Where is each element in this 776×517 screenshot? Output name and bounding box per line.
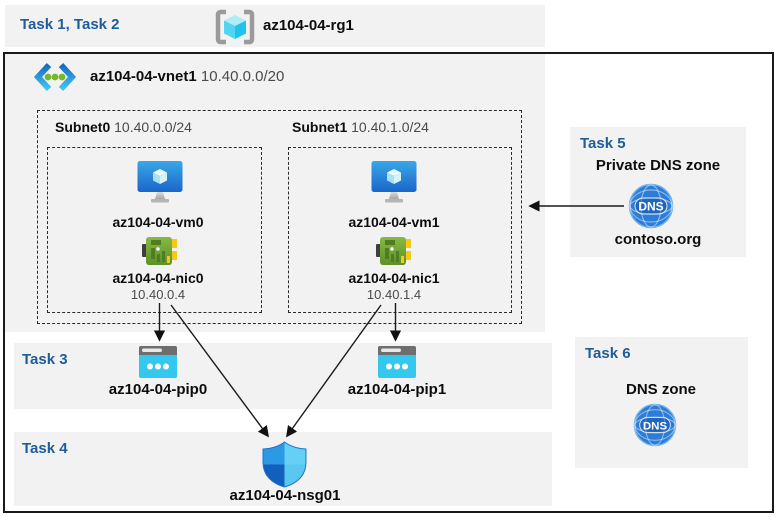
vm0-icon [136,161,184,205]
svg-text:DNS: DNS [638,200,663,214]
private-dns-zone-icon: DNS [628,183,674,229]
vnet-title: az104-04-vnet1 10.40.0.0/20 [90,68,284,85]
subnet1-box [288,147,512,313]
nic1-icon [376,235,412,268]
nic1-ip: 10.40.1.4 [366,287,422,302]
resource-group-name: az104-04-rg1 [263,17,354,34]
vm1-icon [370,161,418,205]
vm1-label: az104-04-vm1 [348,214,440,230]
dns-zone-title: DNS zone [625,381,696,398]
nsg-icon [261,441,308,488]
pip0-icon [139,346,177,378]
subnet0-box [47,147,262,313]
private-dns-zone-name: contoso.org [614,231,702,248]
nsg-label: az104-04-nsg01 [229,487,341,504]
subnet0-cidr: 10.40.0.0/24 [114,119,192,135]
subnet1-name: Subnet1 [292,119,348,135]
resource-group-band: Task 1, Task 2 az104-04-rg1 [5,5,545,47]
task4-label: Task 4 [22,440,68,457]
task6-box: Task 6 DNS zone DNS [575,337,748,468]
nic0-label: az104-04-nic0 [112,270,204,286]
subnet1-title: Subnet1 10.40.1.0/24 [292,119,429,135]
subnet1-cidr: 10.40.1.0/24 [351,119,429,135]
vnet-cidr: 10.40.0.0/20 [200,68,285,85]
nic0-icon [142,235,178,268]
pip0-label: az104-04-pip0 [108,381,208,398]
task5-label: Task 5 [580,135,626,152]
subnets-container-box [37,110,522,324]
pip1-label: az104-04-pip1 [347,381,447,398]
subnet0-name: Subnet0 [55,119,111,135]
task6-label: Task 6 [585,345,631,362]
virtual-network-icon [32,62,78,92]
vm0-label: az104-04-vm0 [112,214,204,230]
nic0-ip: 10.40.0.4 [130,287,186,302]
nic1-label: az104-04-nic1 [348,270,440,286]
task3-band [14,343,552,409]
subnet0-title: Subnet0 10.40.0.0/24 [55,119,192,135]
task3-label: Task 3 [22,351,68,368]
vnet-name: az104-04-vnet1 [90,68,197,85]
private-dns-zone-title: Private DNS zone [595,157,721,174]
vnet-panel [5,54,545,332]
pip1-icon [378,346,416,378]
task-1-2-label: Task 1, Task 2 [20,16,120,33]
dns-zone-icon: DNS [633,403,677,447]
task5-box: Task 5 Private DNS zone DNS contoso.org [570,127,746,257]
resource-group-icon [213,8,257,46]
svg-text:DNS: DNS [643,420,668,432]
